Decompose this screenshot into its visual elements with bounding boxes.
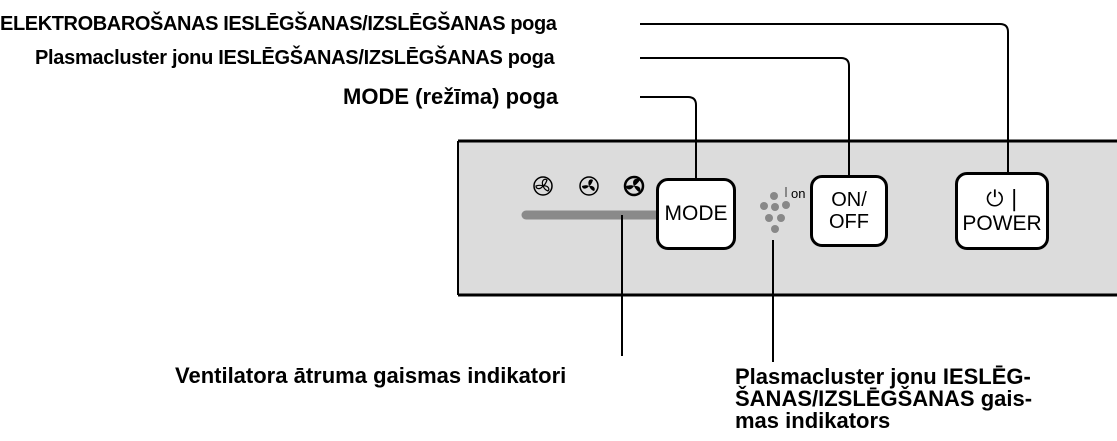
power-button-leader-line [640, 23, 1009, 172]
onoff-button[interactable]: ON/ OFF [810, 175, 888, 247]
plasmacluster-light-callout-line-3: mas indikators [735, 408, 891, 433]
fan-low-icon [533, 176, 553, 196]
plasmacluster-on-text: on [791, 186, 805, 201]
fan-high-icon [623, 175, 645, 197]
plasmacluster-indicator-icon [760, 187, 790, 233]
onoff-button-label-line-2: OFF [829, 211, 869, 233]
mode-button-leader-line [640, 96, 697, 178]
onoff-button-label-line-1: ON/ [831, 189, 867, 211]
mode-button-callout: MODE (režīma) poga [343, 84, 559, 109]
plasmacluster-light-callout-line-2: ŠANAS/IZSLĒGŠANAS gais- [735, 386, 1033, 411]
mode-button-label: MODE [664, 202, 728, 225]
power-button-symbol: ⏻ | [986, 187, 1018, 212]
plasmacluster-button-callout: Plasmacluster jonu IESLĒGŠANAS/IZSLĒGŠAN… [35, 47, 555, 69]
plasmacluster-light-callout-line-1: Plasmacluster jonu IESLĒG- [735, 364, 1031, 389]
fan-medium-icon [579, 176, 599, 196]
plasmacluster-button-leader-line [640, 57, 850, 175]
mode-button[interactable]: MODE [656, 178, 736, 250]
power-button[interactable]: ⏻ | POWER [955, 172, 1049, 250]
fan-speed-lights-callout: Ventilatora ātruma gaismas indikatori [175, 363, 567, 388]
power-button-label: POWER [962, 212, 1042, 235]
power-button-callout: ELEKTROBAROŠANAS IESLĒGŠANAS/IZSLĒGŠANAS… [0, 13, 557, 35]
